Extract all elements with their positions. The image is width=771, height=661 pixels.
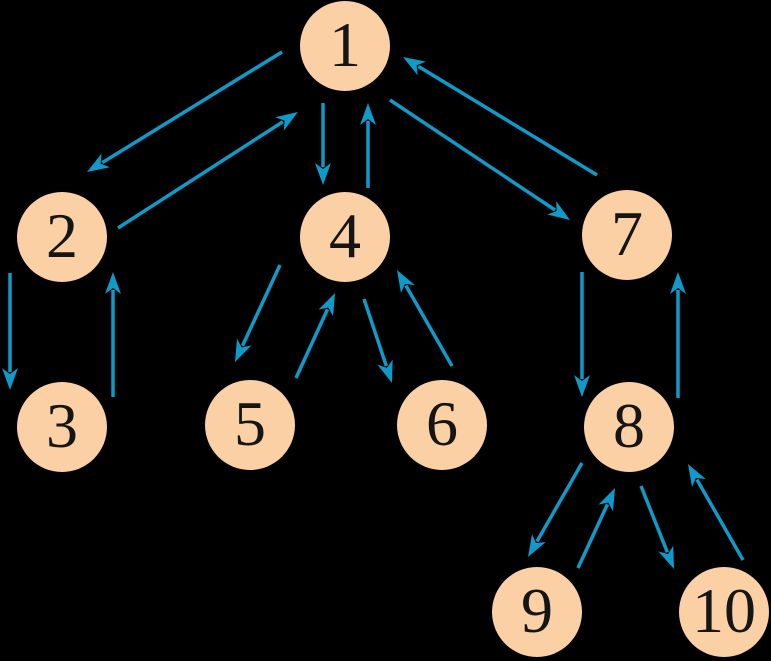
graph-node-4: 4 [300, 192, 390, 282]
node-circle-9 [492, 567, 582, 657]
node-label-8: 8 [613, 390, 645, 461]
node-label-10: 10 [692, 575, 756, 646]
node-circle-6 [397, 380, 487, 470]
node-label-6: 6 [426, 388, 458, 459]
node-circle-3 [17, 382, 107, 472]
edge-arrow-4-to-5 [235, 264, 282, 362]
node-label-1: 1 [329, 9, 361, 80]
edge-arrow-10-to-8 [687, 463, 745, 561]
graph-node-3: 3 [17, 382, 107, 472]
node-circle-2 [17, 192, 107, 282]
node-label-3: 3 [46, 390, 78, 461]
graph-node-10: 10 [679, 567, 769, 657]
graph-node-8: 8 [584, 382, 674, 472]
edge-arrow-2-to-1 [117, 112, 298, 230]
graph-node-5: 5 [205, 380, 295, 470]
node-circle-1 [300, 1, 390, 91]
graph-node-1: 1 [300, 1, 390, 91]
graph-node-6: 6 [397, 380, 487, 470]
node-label-4: 4 [329, 200, 361, 271]
node-circle-10 [679, 567, 769, 657]
edge-arrow-8-to-9 [528, 462, 584, 557]
graph-node-2: 2 [17, 192, 107, 282]
node-circle-4 [300, 192, 390, 282]
edge-arrow-1-to-2 [86, 50, 283, 173]
graph-node-7: 7 [582, 190, 672, 280]
node-label-7: 7 [611, 198, 643, 269]
edge-arrow-9-to-8 [576, 487, 616, 569]
edge-arrow-8-to-10 [639, 485, 675, 570]
node-circle-5 [205, 380, 295, 470]
edge-arrow-5-to-4 [294, 293, 336, 379]
edge-arrow-1-to-7 [389, 98, 570, 221]
node-label-5: 5 [234, 388, 266, 459]
node-circle-8 [584, 382, 674, 472]
edge-arrow-7-to-1 [402, 56, 598, 177]
node-label-2: 2 [46, 200, 78, 271]
edge-arrow-6-to-4 [397, 269, 454, 367]
node-label-9: 9 [521, 575, 553, 646]
graph-node-9: 9 [492, 567, 582, 657]
node-circle-7 [582, 190, 672, 280]
edge-arrow-4-to-6 [362, 298, 393, 384]
